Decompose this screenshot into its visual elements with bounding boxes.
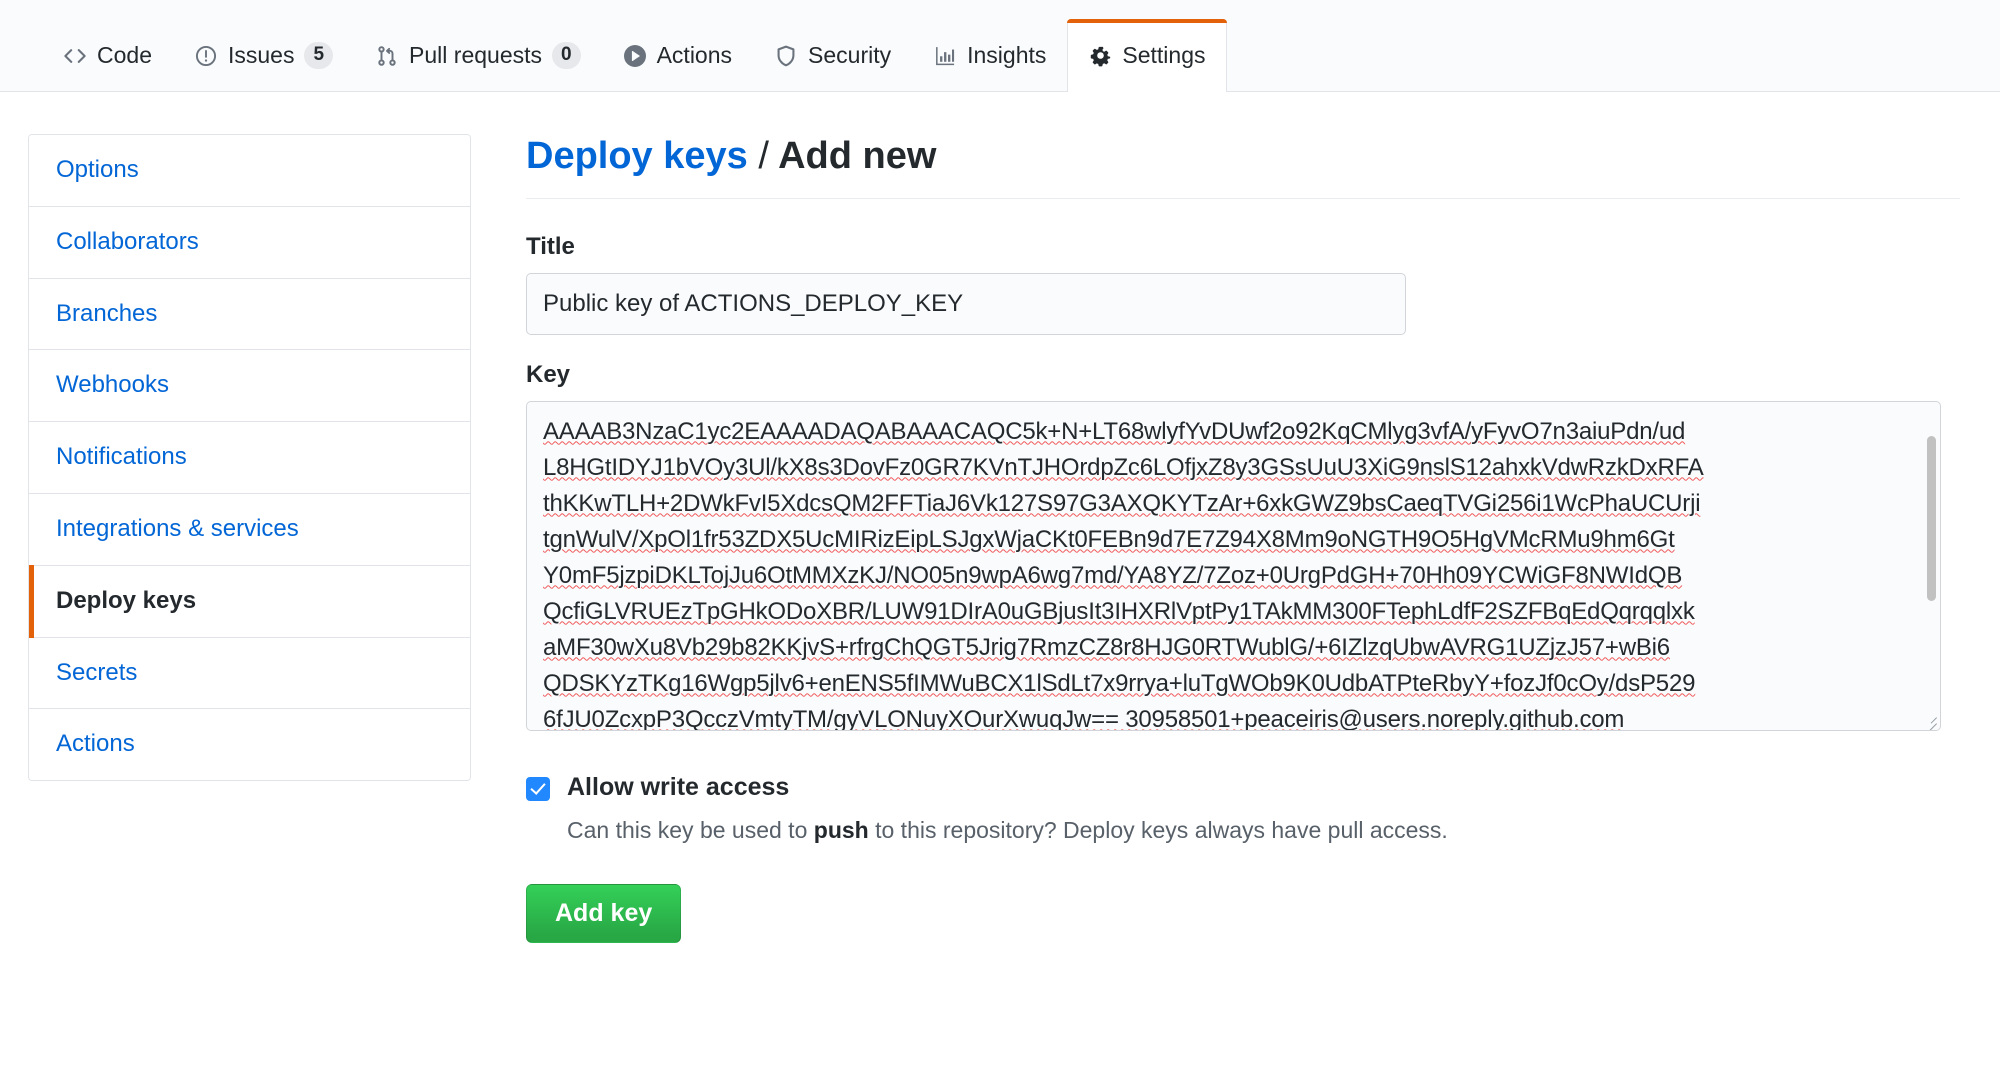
title-input[interactable] (526, 272, 1406, 335)
sidebar-item-label: Webhooks (56, 371, 169, 399)
sidebar-item-integrations-services[interactable]: Integrations & services (29, 493, 470, 566)
sidebar-item-label: Options (56, 156, 139, 183)
tab-pull-requests-label: Pull requests (409, 42, 543, 68)
key-line: QDSKYzTKg16Wgp5jlv6+enENS5fIMWuBCX1lSdLt… (543, 669, 1696, 697)
graph-icon (933, 44, 957, 68)
key-scrollbar-thumb[interactable] (1927, 435, 1936, 601)
note-text-bold: push (813, 817, 869, 844)
sidebar-item-label: Secrets (56, 658, 138, 686)
key-textarea-wrapper: AAAAB3NzaC1yc2EAAAADAQABAAACAQC5k+N+LT68… (526, 400, 1941, 731)
allow-write-access-checkbox[interactable] (526, 776, 550, 801)
breadcrumb-deploy-keys-link[interactable]: Deploy keys (526, 135, 748, 177)
sidebar-item-actions[interactable]: Actions (29, 709, 470, 781)
key-scrollbar[interactable] (1927, 435, 1936, 700)
tab-pull-requests[interactable]: Pull requests 0 (354, 19, 602, 91)
play-icon (623, 44, 647, 68)
git-pull-request-icon (375, 44, 399, 68)
allow-write-access-label[interactable]: Allow write access (567, 772, 790, 801)
key-line: 6fJU0ZcxpP3QcczVmtyTM/gyVLONuyXOurXwuqJw… (543, 705, 1625, 731)
allow-write-access-label-group: Allow write access Can this key be used … (567, 771, 1448, 847)
title-field-label: Title (526, 232, 575, 260)
tab-insights-label: Insights (967, 42, 1047, 68)
key-line: tgnWulV/XpOl1fr53ZDX5UcMIRizEipLSJgxWjaC… (543, 525, 1675, 553)
settings-sidebar: Options Collaborators Branches Webhooks … (28, 134, 471, 943)
allow-write-access-row: Allow write access Can this key be used … (526, 771, 1960, 847)
tab-code-label: Code (97, 42, 152, 68)
sidebar-item-label: Actions (56, 730, 135, 758)
allow-write-access-note: Can this key be used to push to this rep… (567, 814, 1448, 846)
tab-actions-label: Actions (656, 42, 733, 68)
breadcrumb-current: Add new (778, 135, 937, 177)
tab-code[interactable]: Code (42, 19, 173, 91)
sidebar-item-secrets[interactable]: Secrets (29, 637, 470, 710)
tab-insights[interactable]: Insights (912, 19, 1067, 91)
deploy-key-form: Deploy keys / Add new Title Key AAAAB3Nz… (526, 134, 1960, 944)
shield-icon (774, 44, 798, 68)
page-title: Deploy keys / Add new (526, 134, 1960, 199)
sidebar-item-notifications[interactable]: Notifications (29, 422, 470, 494)
key-line: aMF30wXu8Vb29b82KKjvS+rfrgChQGT5Jrig7Rmz… (543, 633, 1670, 661)
add-key-button[interactable]: Add key (526, 884, 682, 944)
code-icon (63, 44, 87, 68)
settings-page: Options Collaborators Branches Webhooks … (0, 92, 2000, 944)
issues-count-badge: 5 (304, 42, 334, 69)
sidebar-item-label: Notifications (56, 443, 187, 471)
note-text-before: Can this key be used to (567, 817, 814, 844)
tab-issues[interactable]: Issues 5 (173, 19, 354, 91)
textarea-resize-handle[interactable] (1919, 709, 1937, 730)
gear-icon (1088, 44, 1112, 68)
sidebar-item-branches[interactable]: Branches (29, 278, 470, 351)
key-line: thKKwTLH+2DWkFvI5XdcsQM2FFTiaJ6Vk127S97G… (543, 489, 1701, 517)
key-line: L8HGtIDYJ1bVOy3Ul/kX8s3DovFz0GR7KVnTJHOr… (543, 453, 1704, 481)
settings-menu: Options Collaborators Branches Webhooks … (28, 134, 471, 782)
key-line: AAAAB3NzaC1yc2EAAAADAQABAAACAQC5k+N+LT68… (543, 417, 1686, 445)
note-text-after: to this repository? Deploy keys always h… (868, 817, 1448, 844)
tab-security[interactable]: Security (753, 19, 912, 91)
issue-opened-icon (194, 44, 218, 68)
key-line: QcfiGLVRUEzTpGHkODoXBR/LUW91DIrA0uGBjusI… (543, 597, 1695, 625)
tab-security-label: Security (808, 42, 892, 68)
key-field-label: Key (526, 360, 571, 388)
tab-issues-label: Issues (227, 42, 295, 68)
sidebar-item-webhooks[interactable]: Webhooks (29, 350, 470, 423)
sidebar-item-label: Integrations & services (56, 514, 299, 542)
sidebar-item-options[interactable]: Options (29, 135, 470, 207)
pull-requests-count-badge: 0 (552, 42, 581, 69)
tab-settings[interactable]: Settings (1067, 19, 1227, 92)
tab-actions[interactable]: Actions (602, 19, 753, 91)
sidebar-item-label: Deploy keys (56, 586, 197, 614)
breadcrumb-separator: / (758, 135, 769, 177)
sidebar-item-label: Collaborators (56, 227, 199, 255)
sidebar-item-label: Branches (56, 299, 158, 327)
key-textarea[interactable]: AAAAB3NzaC1yc2EAAAADAQABAAACAQC5k+N+LT68… (526, 400, 1941, 731)
tab-settings-label: Settings (1122, 42, 1206, 68)
sidebar-item-deploy-keys[interactable]: Deploy keys (29, 564, 470, 638)
key-line: Y0mF5jzpiDKLTojJu6OtMMXzKJ/NO05n9wpA6wg7… (543, 561, 1683, 589)
repository-nav: Code Issues 5 Pull requests 0 Actions Se… (0, 0, 2000, 92)
sidebar-item-collaborators[interactable]: Collaborators (29, 206, 470, 279)
